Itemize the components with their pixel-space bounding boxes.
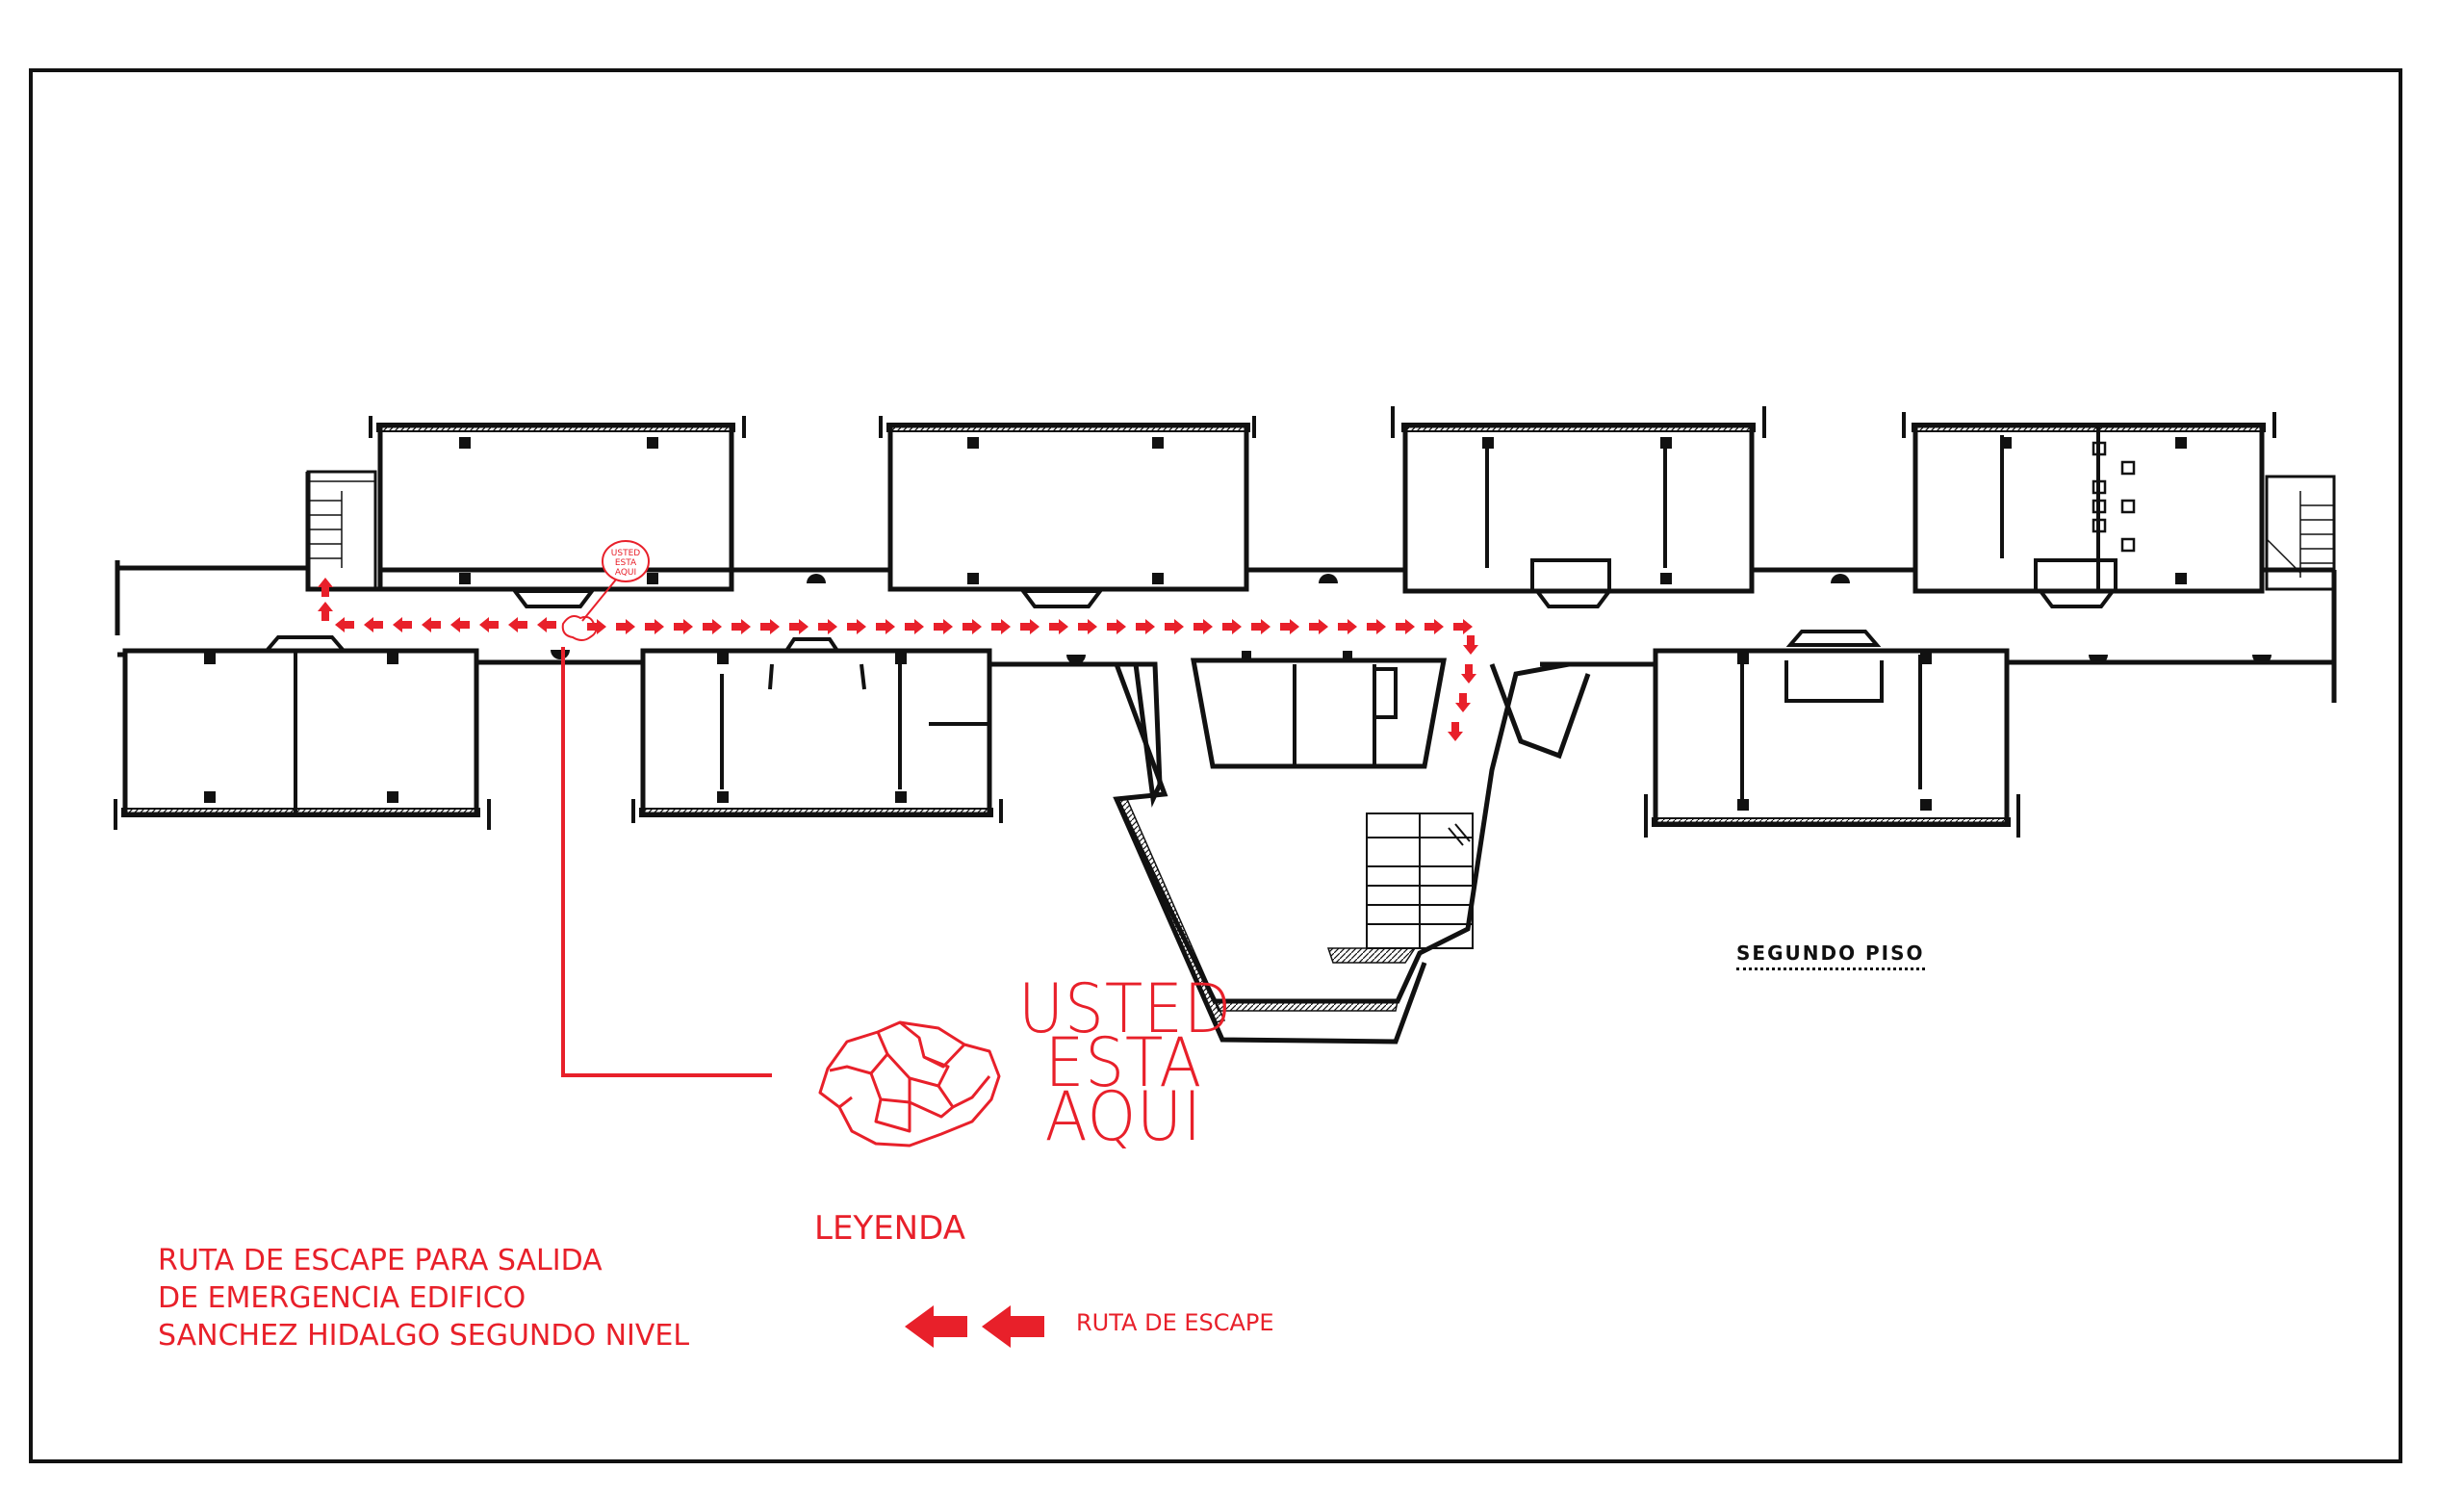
lower-room-ticks xyxy=(114,794,2020,838)
route-description-line-1: RUTA DE ESCAPE PARA SALIDA xyxy=(158,1244,603,1277)
column-markers xyxy=(204,437,2187,811)
marker-text-2: ESTA xyxy=(615,558,637,568)
upper-rooms xyxy=(377,423,2265,594)
floor-label: SEGUNDO PISO xyxy=(1736,941,1925,970)
lower-rooms xyxy=(122,648,2010,827)
route-description-line-3: SANCHEZ HIDALGO SEGUNDO NIVEL xyxy=(158,1319,690,1353)
central-stair-hatch xyxy=(1115,796,1417,1023)
you-are-here-line-1: USTED xyxy=(1018,969,1233,1048)
leader-line xyxy=(561,647,772,1077)
you-are-here-symbol xyxy=(818,1020,1001,1148)
route-description-line-2: DE EMERGENCIA EDIFICO xyxy=(158,1281,526,1315)
marker-text-1: USTED xyxy=(611,549,640,558)
route-description: RUTA DE ESCAPE PARA SALIDA DE EMERGENCIA… xyxy=(158,1242,689,1354)
page-frame xyxy=(29,68,2402,1463)
you-are-here-marker: USTED ESTA AQUI xyxy=(561,540,650,641)
left-stair xyxy=(306,470,377,591)
partitions xyxy=(294,424,2118,814)
legend-escape-arrows xyxy=(905,1305,1044,1348)
you-are-here-label: USTED ESTA AQUI xyxy=(1018,969,1233,1156)
lower-room-hatching xyxy=(121,808,2011,827)
restroom-fixtures xyxy=(2092,441,2136,553)
you-are-here-line-2: ESTA xyxy=(1044,1023,1203,1102)
legend-title: LEYENDA xyxy=(814,1209,965,1248)
right-stair xyxy=(2265,475,2336,591)
upper-room-hatching xyxy=(376,423,2266,432)
you-are-here-line-3: AQUI xyxy=(1044,1077,1203,1156)
legend-escape-label: RUTA DE ESCAPE xyxy=(1076,1309,1274,1336)
corridor-fixtures xyxy=(262,589,2117,653)
central-stair-flights xyxy=(1366,812,1474,949)
door-swings xyxy=(551,574,2272,664)
upper-room-ticks xyxy=(369,406,2276,438)
marker-text-3: AQUI xyxy=(615,568,636,578)
